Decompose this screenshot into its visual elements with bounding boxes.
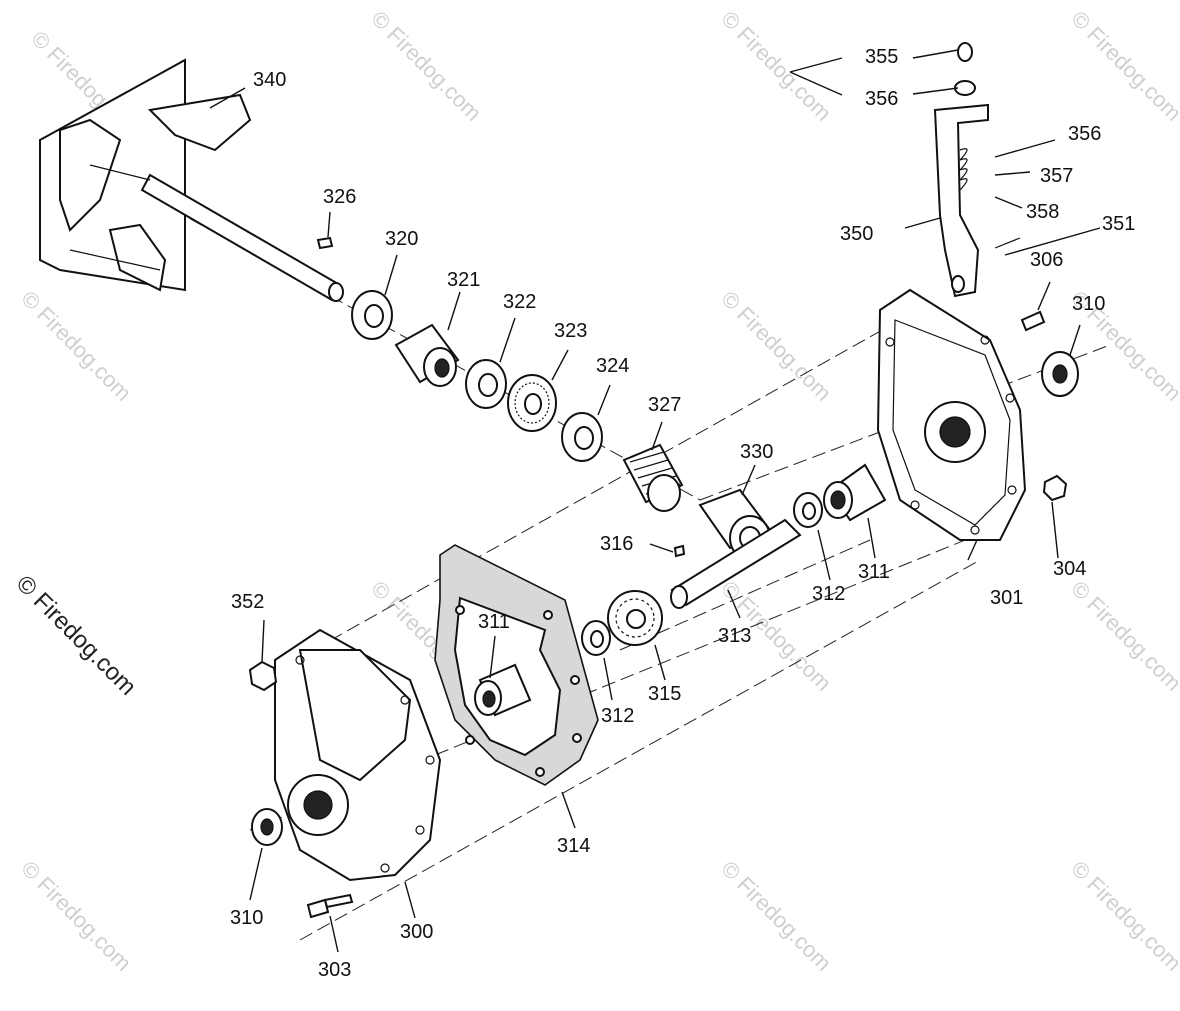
callout-326: 326 <box>323 186 356 208</box>
callout-311: 311 <box>858 561 890 583</box>
callout-310: 310 <box>1072 293 1105 315</box>
callout-300: 300 <box>400 921 433 943</box>
thrust-washer-part <box>465 359 507 409</box>
callout-350: 350 <box>840 223 873 245</box>
callout-330: 330 <box>740 441 773 463</box>
callout-321: 321 <box>447 269 480 291</box>
watermark-text: © Firedog.com <box>716 856 836 976</box>
right-gear-housing-part <box>876 288 1027 541</box>
callout-306: 306 <box>1030 249 1063 271</box>
housing-bushing-right <box>823 463 887 522</box>
callout-310: 310 <box>230 907 263 929</box>
callout-324: 324 <box>596 355 629 377</box>
left-gear-housing-part <box>274 628 442 882</box>
callout-312: 312 <box>601 705 634 727</box>
callout-351: 351 <box>1102 213 1135 235</box>
thrust-bearing-part <box>507 374 557 432</box>
spacer-washer-right <box>793 492 823 528</box>
callout-311: 311 <box>478 611 510 633</box>
callout-352: 352 <box>231 591 264 613</box>
spacer-washer-left <box>581 620 611 656</box>
callout-356: 356 <box>865 88 898 110</box>
watermark-text: © Firedog.com <box>1066 576 1180 696</box>
callout-312: 312 <box>812 583 845 605</box>
gear-shaft-part <box>670 518 802 609</box>
callout-301: 301 <box>990 587 1023 609</box>
callout-320: 320 <box>385 228 418 250</box>
set-screw-part <box>1020 310 1046 332</box>
watermark-text: © Firedog.com <box>1066 6 1180 126</box>
callout-357: 357 <box>1040 165 1073 187</box>
callout-358: 358 <box>1026 201 1059 223</box>
callout-labels: 355 356 340 356 357 358 326 351 350 320 … <box>230 46 1135 981</box>
callout-327: 327 <box>648 394 681 416</box>
spur-gear-part <box>607 590 663 646</box>
callout-356: 356 <box>1068 123 1101 145</box>
watermark-text: © Firedog.com <box>716 286 836 406</box>
bearing-left-part <box>251 808 283 846</box>
callout-316: 316 <box>600 533 633 555</box>
callout-323: 323 <box>554 320 587 342</box>
callout-355: 355 <box>865 46 898 68</box>
callout-303: 303 <box>318 959 351 981</box>
callout-322: 322 <box>503 291 536 313</box>
bushing-part <box>394 323 460 387</box>
callout-315: 315 <box>648 683 681 705</box>
leader-lines <box>209 49 1101 953</box>
hex-nut-part <box>1042 474 1068 502</box>
watermark-text: © Firedog.com <box>16 856 136 976</box>
key-part <box>316 236 334 250</box>
housing-bolt-part <box>306 893 354 919</box>
gear-key-part <box>673 544 686 558</box>
watermark-text: © Firedog.com <box>716 6 836 126</box>
flat-washer-part <box>561 412 603 462</box>
callout-314: 314 <box>557 835 590 857</box>
watermark-text: © Firedog.com <box>366 6 486 126</box>
callout-304: 304 <box>1053 558 1086 580</box>
bearing-right-part <box>1041 351 1079 397</box>
watermark-text: © Firedog.com <box>1066 856 1180 976</box>
worm-gear-part <box>622 443 684 512</box>
washer-part <box>351 290 393 340</box>
shift-lever-bracket-part <box>933 42 1021 298</box>
callout-313: 313 <box>718 625 751 647</box>
housing-gasket-part <box>434 544 599 786</box>
callout-340: 340 <box>253 69 286 91</box>
housing-nut-part <box>248 660 278 692</box>
housing-bushing-left <box>474 663 532 717</box>
watermark-main-text: © Firedog.com <box>11 570 142 701</box>
watermark-text: © Firedog.com <box>16 286 136 406</box>
auger-impeller-part <box>39 58 344 302</box>
